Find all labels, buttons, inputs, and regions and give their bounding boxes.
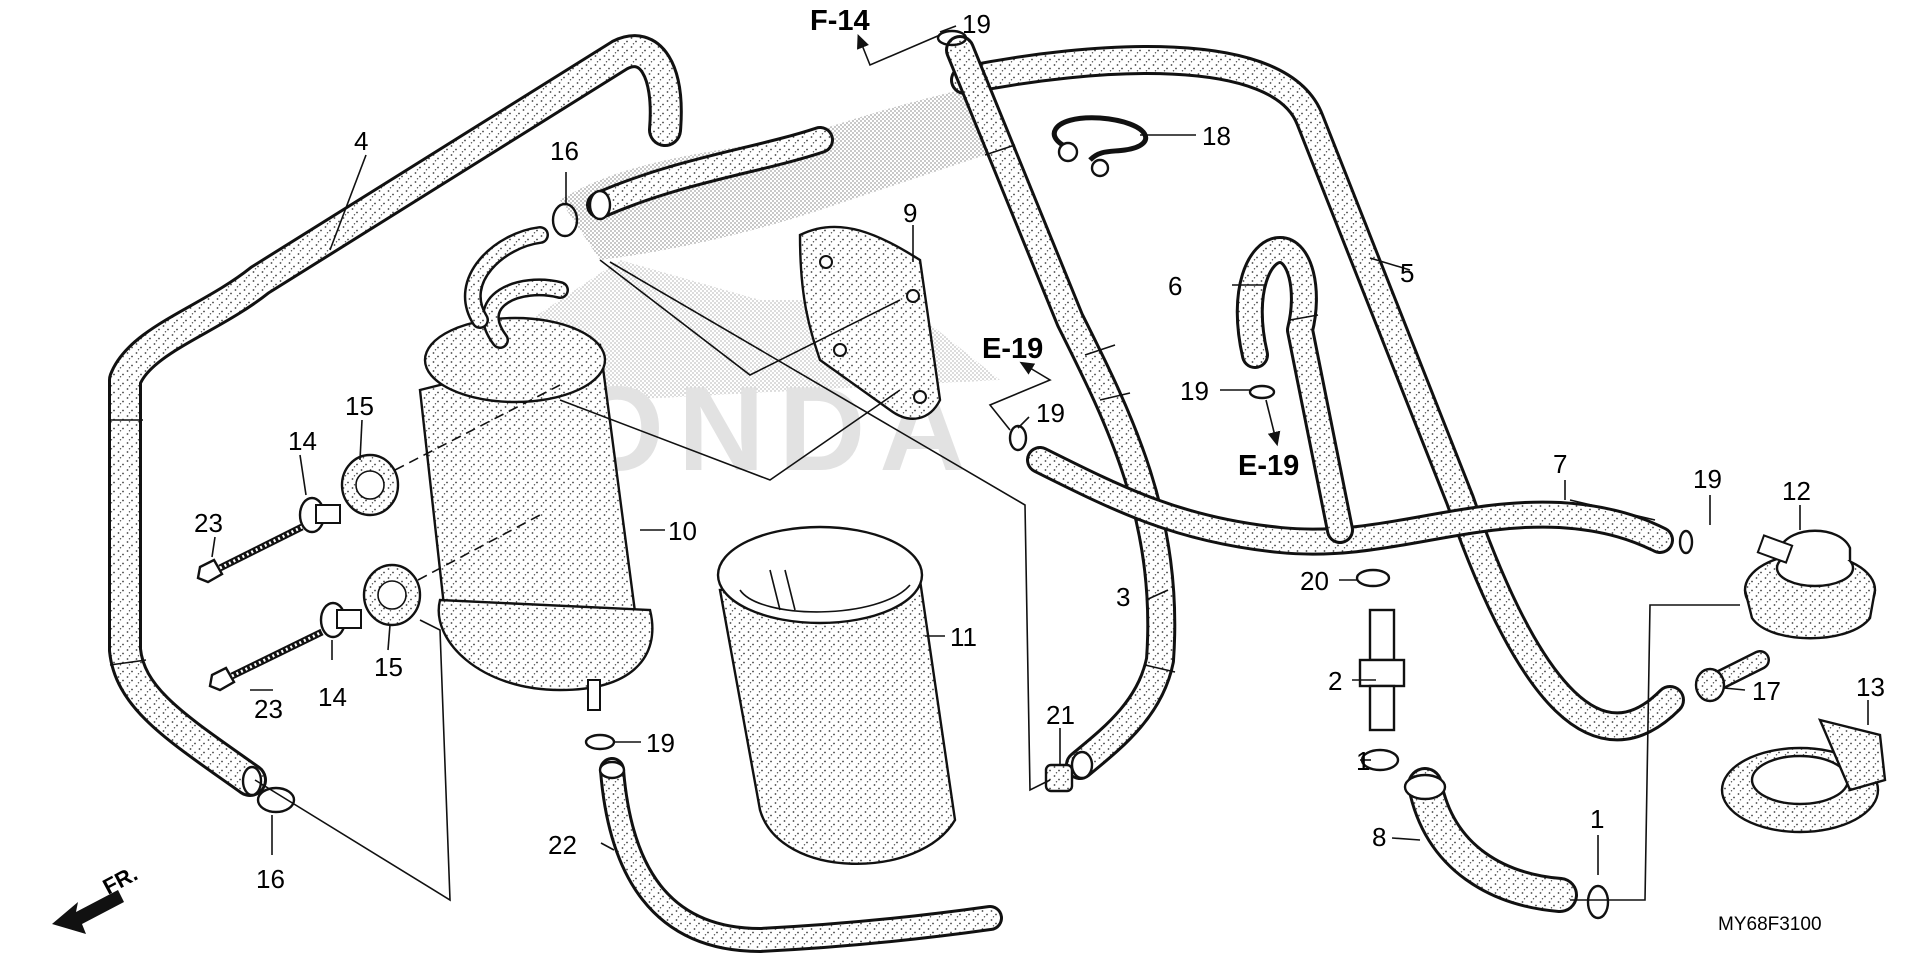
- bracket-9: [798, 225, 942, 420]
- clamp-16-upper: [551, 202, 579, 238]
- callout-15-lower: 15: [374, 652, 403, 682]
- ring-13: [1720, 718, 1887, 834]
- callout-15-upper: 15: [345, 391, 374, 421]
- callout-9: 9: [903, 198, 917, 228]
- clamp-16-lower: [256, 786, 296, 814]
- valve-12: [1710, 529, 1877, 690]
- callout-4: 4: [354, 126, 368, 156]
- callout-18: 18: [1202, 121, 1231, 151]
- callout-5: 5: [1400, 258, 1414, 288]
- callout-8: 8: [1372, 822, 1386, 852]
- clamp-19-bottom: [584, 733, 616, 751]
- callout-13: 13: [1856, 672, 1885, 702]
- callout-1-lower: 1: [1590, 804, 1604, 834]
- callout-21: 21: [1046, 700, 1075, 730]
- callout-14-upper: 14: [288, 426, 317, 456]
- leader-lines: [211, 25, 1869, 875]
- callout-19-e19: 19: [1180, 376, 1209, 406]
- hose-3: [945, 35, 1177, 780]
- front-direction-arrow: FR.: [52, 861, 142, 934]
- hose-4: [108, 34, 683, 797]
- callout-16-lower: 16: [256, 864, 285, 894]
- part-callouts: 1 1 2 3 4 5 6 7 8 9 10 11 12 13 14 14 15…: [194, 9, 1885, 894]
- bolt-23-lower: [208, 628, 324, 692]
- hose-8: [1403, 767, 1578, 913]
- callout-14-lower: 14: [318, 682, 347, 712]
- callout-20: 20: [1300, 566, 1329, 596]
- grommet-15-lower: [362, 563, 422, 627]
- bolt-23-upper: [196, 523, 304, 584]
- callout-19-top: 19: [962, 9, 991, 39]
- ref-f14-label: F-14: [810, 5, 870, 37]
- drawing-code: MY68F3100: [1718, 914, 1822, 935]
- canister-10: [418, 226, 654, 711]
- callout-17: 17: [1752, 676, 1781, 706]
- strap-18: [1051, 115, 1149, 178]
- callout-19-mid: 19: [1036, 398, 1065, 428]
- sleeve-11: [716, 525, 957, 866]
- clamp-21: [1044, 763, 1074, 793]
- clamp-17: [1694, 667, 1726, 703]
- callout-6: 6: [1168, 271, 1182, 301]
- joint-2: [1358, 608, 1406, 732]
- hose-5: [950, 45, 1685, 742]
- clamp-19-mid: [1008, 424, 1028, 452]
- ref-e19-label-upper: E-19: [982, 333, 1043, 365]
- callout-19-right: 19: [1693, 464, 1722, 494]
- callout-10: 10: [668, 516, 697, 546]
- callout-7: 7: [1553, 449, 1567, 479]
- callout-19-bottom: 19: [646, 728, 675, 758]
- callout-11: 11: [950, 622, 977, 652]
- collar-14-lower: [319, 601, 362, 639]
- front-direction-label: FR.: [99, 861, 142, 900]
- hose-6: [1235, 236, 1354, 544]
- callout-16-upper: 16: [550, 136, 579, 166]
- grommet-15-upper: [340, 453, 400, 517]
- clamp-1-lower: [1586, 884, 1610, 920]
- callout-12: 12: [1782, 476, 1811, 506]
- callout-2: 2: [1328, 666, 1342, 696]
- callout-3: 3: [1116, 582, 1130, 612]
- callout-23-lower: 23: [254, 694, 283, 724]
- hose-7: [1026, 446, 1674, 556]
- callout-23-upper: 23: [194, 508, 223, 538]
- clamp-19-top: [936, 29, 968, 47]
- hose-top-stub: [586, 126, 834, 221]
- collar-14-upper: [298, 496, 341, 534]
- callout-1-upper: 1: [1356, 746, 1370, 776]
- hose-22: [598, 757, 1003, 953]
- clamp-19-e19: [1248, 384, 1276, 400]
- clamp-19-right: [1678, 529, 1694, 555]
- callout-22: 22: [548, 830, 577, 860]
- ref-e19-label-lower: E-19: [1238, 450, 1299, 482]
- clamp-20: [1355, 568, 1391, 588]
